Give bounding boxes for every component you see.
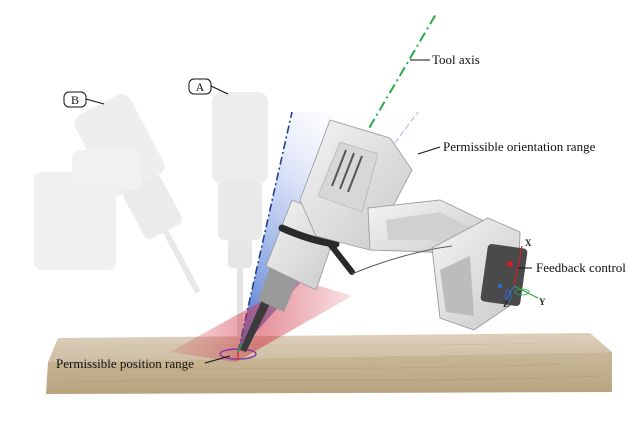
y-axis-arrow [513,285,539,299]
main-drill [240,119,528,352]
wood-grain-line [69,375,601,383]
ghost-b-motor-housing [74,94,165,196]
x-axis-arrow [513,245,523,287]
handle-grip [386,212,470,246]
ghost-a-motor-housing [212,92,268,184]
position-range-leader [204,355,231,364]
orientation-range-label: Permissible orientation range [443,139,596,154]
tool-axis-label: Tool axis [432,52,480,67]
ghost-b-chuck [123,175,182,240]
pose-tag-a-label: A [196,80,205,94]
vent-slot [331,149,347,187]
feedback-led [507,261,513,267]
coordinate-frame: X Y Z [503,238,546,309]
feedback-control-label: Feedback control [536,260,626,275]
rotation-arc-y [514,288,530,296]
callout-position-range: Permissible position range [56,355,231,371]
housing-panel [317,141,379,213]
ghost-a-bit [237,266,243,336]
ghost-a-collar [228,238,252,268]
vent-slot [339,152,355,190]
vent-slot [347,155,363,193]
battery-side [440,256,474,316]
clamp-arm [327,241,355,275]
ghost-b-handle [72,150,142,190]
y-axis-label: Y [539,297,546,307]
z-axis-label: Z [503,299,509,309]
ghost-b-battery [34,172,116,270]
pose-tag-b-label: B [71,93,79,107]
wood-grain-line [119,341,571,347]
board-front-face [46,352,612,394]
z-axis-arrow [505,285,515,301]
orientation-range-leader [417,146,441,155]
ghost-a-chuck [218,182,262,240]
pose-tag-a-leader [210,85,229,95]
sensor-cable [351,245,453,275]
drill-bit [240,300,270,352]
callout-tool-axis: Tool axis [410,52,480,67]
pose-tag-a: A [188,78,229,95]
rotation-arc-z [504,289,512,303]
pose-tag-b-leader [85,98,105,105]
callout-orientation-range: Permissible orientation range [417,139,596,155]
ghost-drill-b [34,94,201,294]
ghost-b-bit [162,229,201,294]
x-axis-label: X [525,238,532,248]
position-range-label: Permissible position range [56,356,194,371]
callout-feedback-control: Feedback control [518,260,626,275]
cone-left-edge [237,111,293,353]
wood-grain-line [79,363,561,371]
ghost-drill-a [212,92,268,336]
pose-tag-b: B [63,91,105,108]
feedback-indicator [497,283,503,289]
